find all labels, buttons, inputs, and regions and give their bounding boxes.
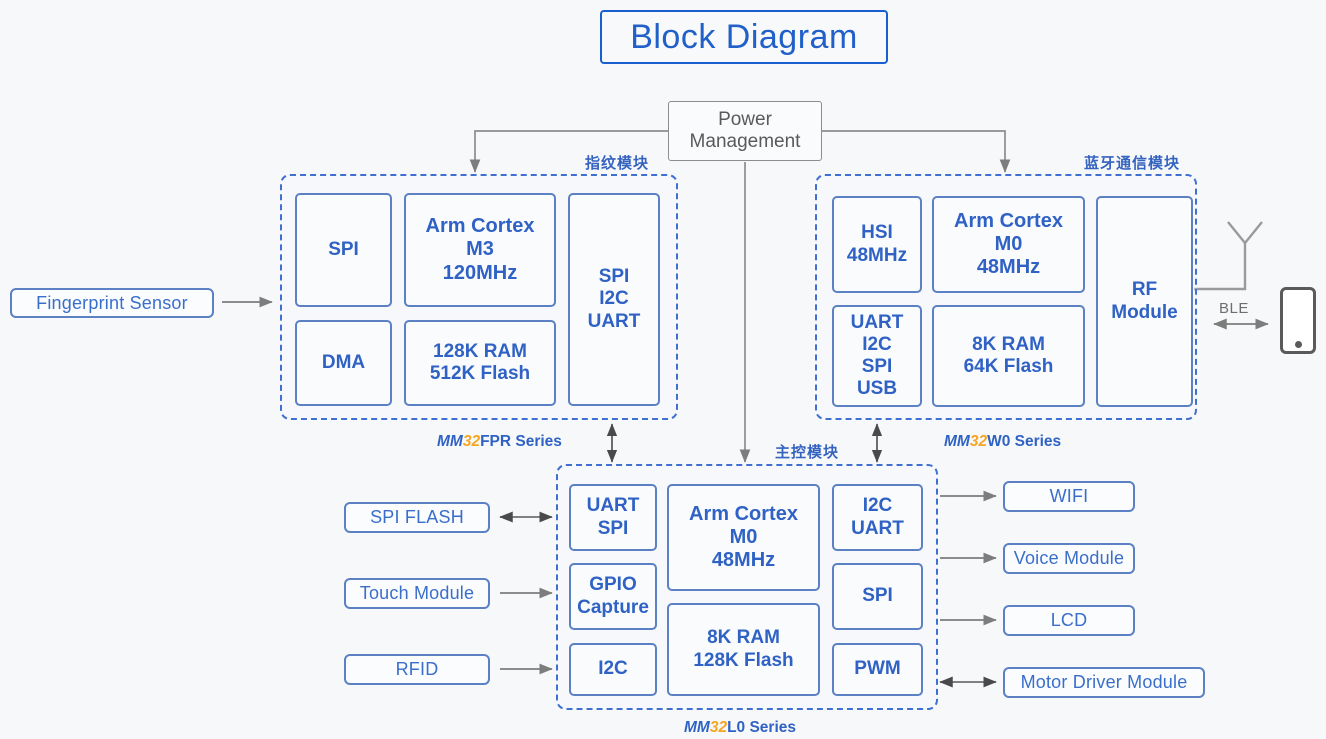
series-l0-32: 32 [709, 719, 728, 736]
ble-label: BLE [1219, 300, 1249, 317]
w0-block-hsi: HSI 48MHz [832, 196, 922, 293]
series-l0-mm: MM [684, 719, 710, 736]
power-management-line1: Power [718, 108, 772, 130]
w0-block-arm-cortex-m0: Arm Cortex M0 48MHz [932, 196, 1085, 293]
w0-block-uart-i2c-spi-usb: UART I2C SPI USB [832, 305, 922, 407]
series-label-w0: MM32W0 Series [944, 433, 1061, 451]
peripheral-motor-driver-module[interactable]: Motor Driver Module [1003, 667, 1205, 698]
fpr-block-spi-i2c-uart: SPI I2C UART [568, 193, 660, 406]
peripheral-lcd[interactable]: LCD [1003, 605, 1135, 636]
peripheral-touch-module[interactable]: Touch Module [344, 578, 490, 609]
peripheral-fingerprint-sensor[interactable]: Fingerprint Sensor [10, 288, 214, 318]
l0-block-i2c-uart: I2C UART [832, 484, 923, 551]
w0-block-rf-module: RF Module [1096, 196, 1193, 407]
l0-block-spi: SPI [832, 563, 923, 630]
series-w0-32: 32 [969, 433, 988, 450]
w0-block-memory: 8K RAM 64K Flash [932, 305, 1085, 407]
page-title: Block Diagram [600, 10, 888, 64]
peripheral-spi-flash[interactable]: SPI FLASH [344, 502, 490, 533]
phone-home-button-icon [1294, 341, 1302, 348]
series-fpr-32: 32 [462, 433, 481, 450]
fpr-block-arm-cortex-m3: Arm Cortex M3 120MHz [404, 193, 556, 307]
fingerprint-module-cn-label: 指纹模块 [585, 155, 650, 172]
series-w0-mm: MM [944, 433, 970, 450]
l0-block-gpio-capture: GPIO Capture [569, 563, 657, 630]
series-l0-rest: L0 Series [727, 719, 797, 736]
series-fpr-mm: MM [437, 433, 463, 450]
series-label-l0: MM32L0 Series [684, 719, 796, 737]
l0-block-arm-cortex-m0: Arm Cortex M0 48MHz [667, 484, 820, 591]
fpr-block-memory: 128K RAM 512K Flash [404, 320, 556, 406]
peripheral-voice-module[interactable]: Voice Module [1003, 543, 1135, 574]
series-fpr-rest: FPR Series [480, 433, 562, 450]
main-control-cn-label: 主控模块 [775, 444, 840, 461]
peripheral-wifi[interactable]: WIFI [1003, 481, 1135, 512]
peripheral-rfid[interactable]: RFID [344, 654, 490, 685]
fpr-block-dma: DMA [295, 320, 392, 406]
smartphone-icon [1280, 287, 1316, 354]
series-label-fpr: MM32FPR Series [437, 433, 562, 451]
bluetooth-module-cn-label: 蓝牙通信模块 [1084, 155, 1181, 172]
power-management-line2: Management [689, 131, 801, 152]
fpr-block-spi: SPI [295, 193, 392, 307]
l0-block-pwm: PWM [832, 643, 923, 696]
l0-block-memory: 8K RAM 128K Flash [667, 603, 820, 696]
power-management-block: Power Management [668, 101, 822, 161]
series-w0-rest: W0 Series [987, 433, 1062, 450]
l0-block-i2c: I2C [569, 643, 657, 696]
l0-block-uart-spi: UART SPI [569, 484, 657, 551]
